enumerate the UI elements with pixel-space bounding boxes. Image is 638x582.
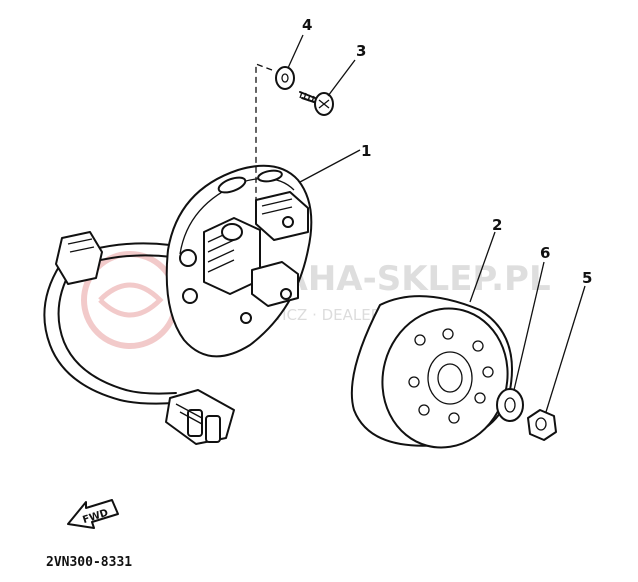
source-coil	[203, 217, 261, 295]
rotor-hub	[427, 351, 473, 405]
leader-line-6	[513, 261, 545, 391]
fwd-arrow-icon: FWD	[67, 499, 119, 529]
callout-2: 2	[492, 216, 502, 234]
small-washer	[275, 66, 295, 90]
assembly-lines	[255, 63, 273, 200]
wire-grommet	[55, 231, 103, 285]
stator-screw	[282, 216, 294, 228]
leader-line-5	[545, 285, 586, 413]
wire-harness	[43, 231, 235, 445]
callout-4: 4	[302, 16, 312, 34]
callouts: 4 3 1 2 6 5	[302, 16, 592, 287]
leader-line-3	[327, 59, 356, 97]
callout-3: 3	[356, 42, 366, 60]
stator-assembly	[165, 164, 313, 358]
callout-5: 5	[582, 269, 592, 287]
rotor-flywheel	[350, 295, 513, 449]
leader-lines	[287, 34, 586, 413]
lighting-coil	[251, 261, 299, 307]
screw	[299, 91, 334, 116]
stator-screw	[280, 288, 292, 300]
washer	[496, 388, 524, 422]
callout-6: 6	[540, 244, 550, 262]
leader-line-1	[299, 149, 361, 183]
callout-1: 1	[361, 142, 371, 160]
pulser-coil	[255, 191, 309, 241]
nut	[527, 409, 557, 441]
leader-line-4	[287, 34, 304, 69]
diagram-code: 2VN300-8331	[46, 555, 132, 570]
wire-connector	[165, 389, 235, 445]
stator-screw	[240, 312, 252, 324]
leader-line-2	[469, 231, 496, 303]
